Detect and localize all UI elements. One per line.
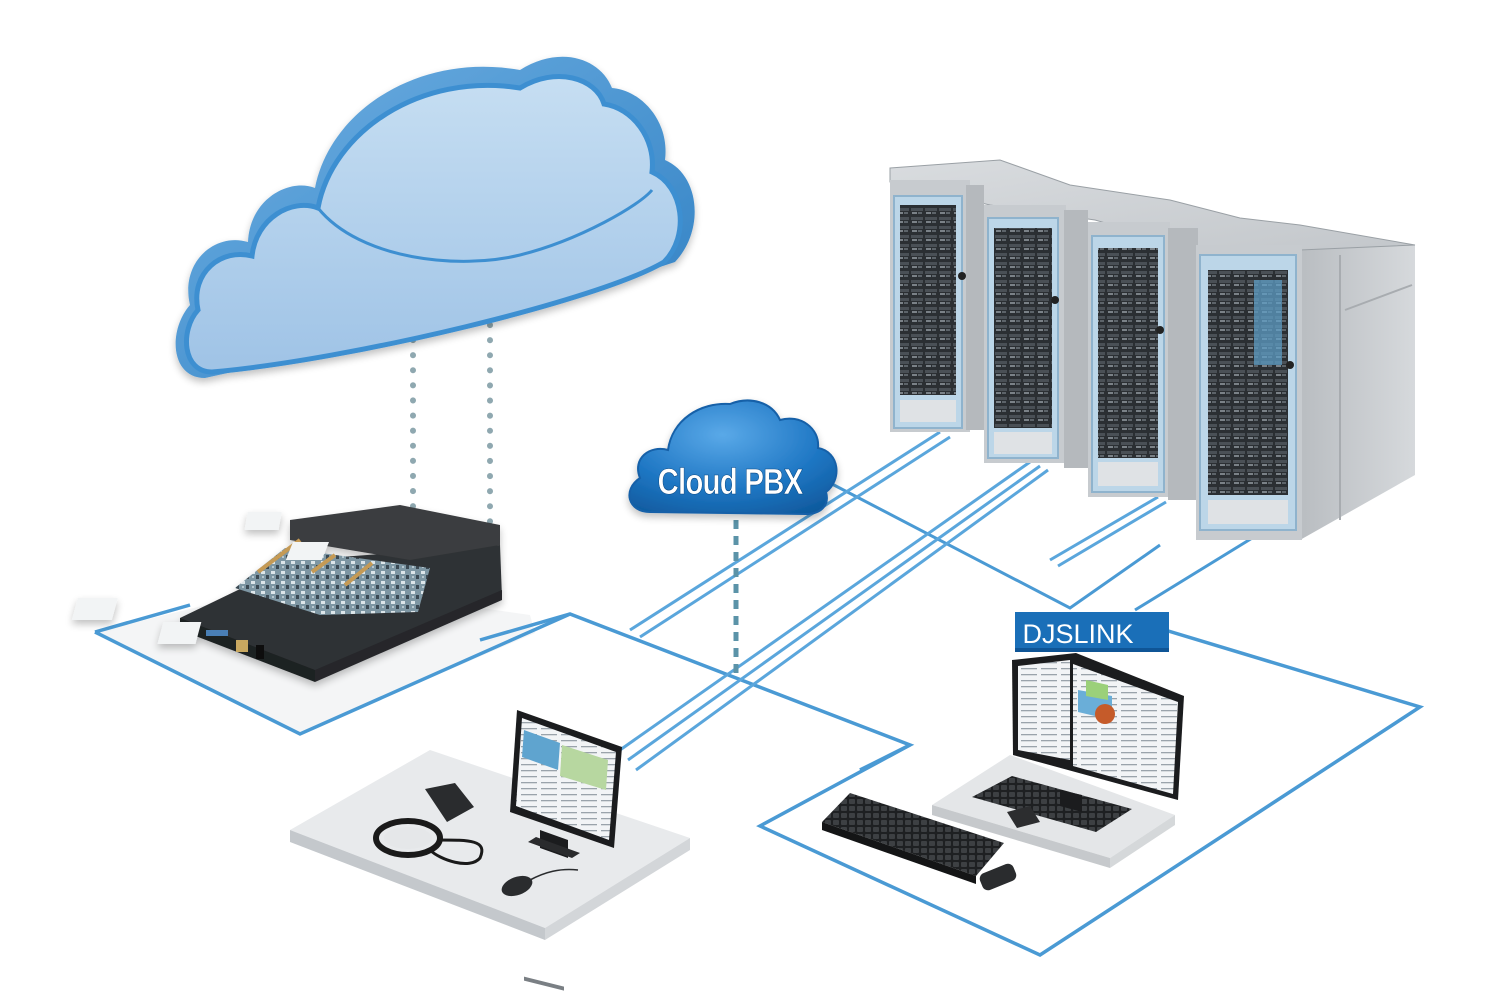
link-rack4-djslink — [1134, 530, 1263, 612]
djslink-station: DJSLINK — [822, 612, 1184, 891]
links — [410, 322, 1263, 772]
server-rack-4 — [1196, 245, 1302, 540]
link-rack1-operator — [629, 430, 951, 639]
zone-djslink — [756, 628, 1425, 957]
zone-gateway-edge — [94, 603, 191, 634]
operator-mouse — [501, 868, 579, 897]
internet-cloud-icon — [175, 56, 695, 379]
djslink-monitor-screen-left — [1018, 660, 1070, 760]
link-rack3-junction — [1049, 495, 1167, 568]
djslink-monitor — [1012, 653, 1184, 812]
rack4-side-panel — [1300, 245, 1415, 540]
operator-monitor — [510, 710, 622, 858]
link-pbx-servers — [831, 482, 1161, 610]
djslink-mouse — [979, 863, 1017, 891]
server-rack-1 — [890, 180, 984, 432]
server-rack-3 — [1088, 222, 1198, 500]
djslink-badge: DJSLINK — [1015, 612, 1169, 652]
djslink-laptop-keyboard — [972, 776, 1132, 832]
cloud-pbx-label: Cloud PBX — [657, 461, 803, 501]
operator-platform-top — [290, 750, 690, 928]
internet-cloud-face — [184, 74, 683, 375]
operator-handheld — [373, 783, 484, 865]
gateway-top — [290, 505, 500, 560]
cloud-pbx-icon — [628, 399, 838, 516]
server-racks — [889, 159, 1416, 540]
zone-djslink-outline — [756, 628, 1425, 957]
gateway-device — [71, 505, 502, 682]
link-rack2-operator — [619, 460, 1049, 772]
djslink-label: DJSLINK — [1022, 619, 1133, 649]
operator-station — [290, 710, 690, 991]
cloud-pbx-node: Cloud PBX — [628, 399, 838, 516]
server-rack-2 — [984, 205, 1088, 468]
internet-cloud-inner-curve — [316, 189, 654, 263]
gateway-pcb — [235, 548, 430, 615]
djslink-external-keyboard — [822, 793, 1004, 876]
zone-gateway-outline — [94, 612, 571, 736]
